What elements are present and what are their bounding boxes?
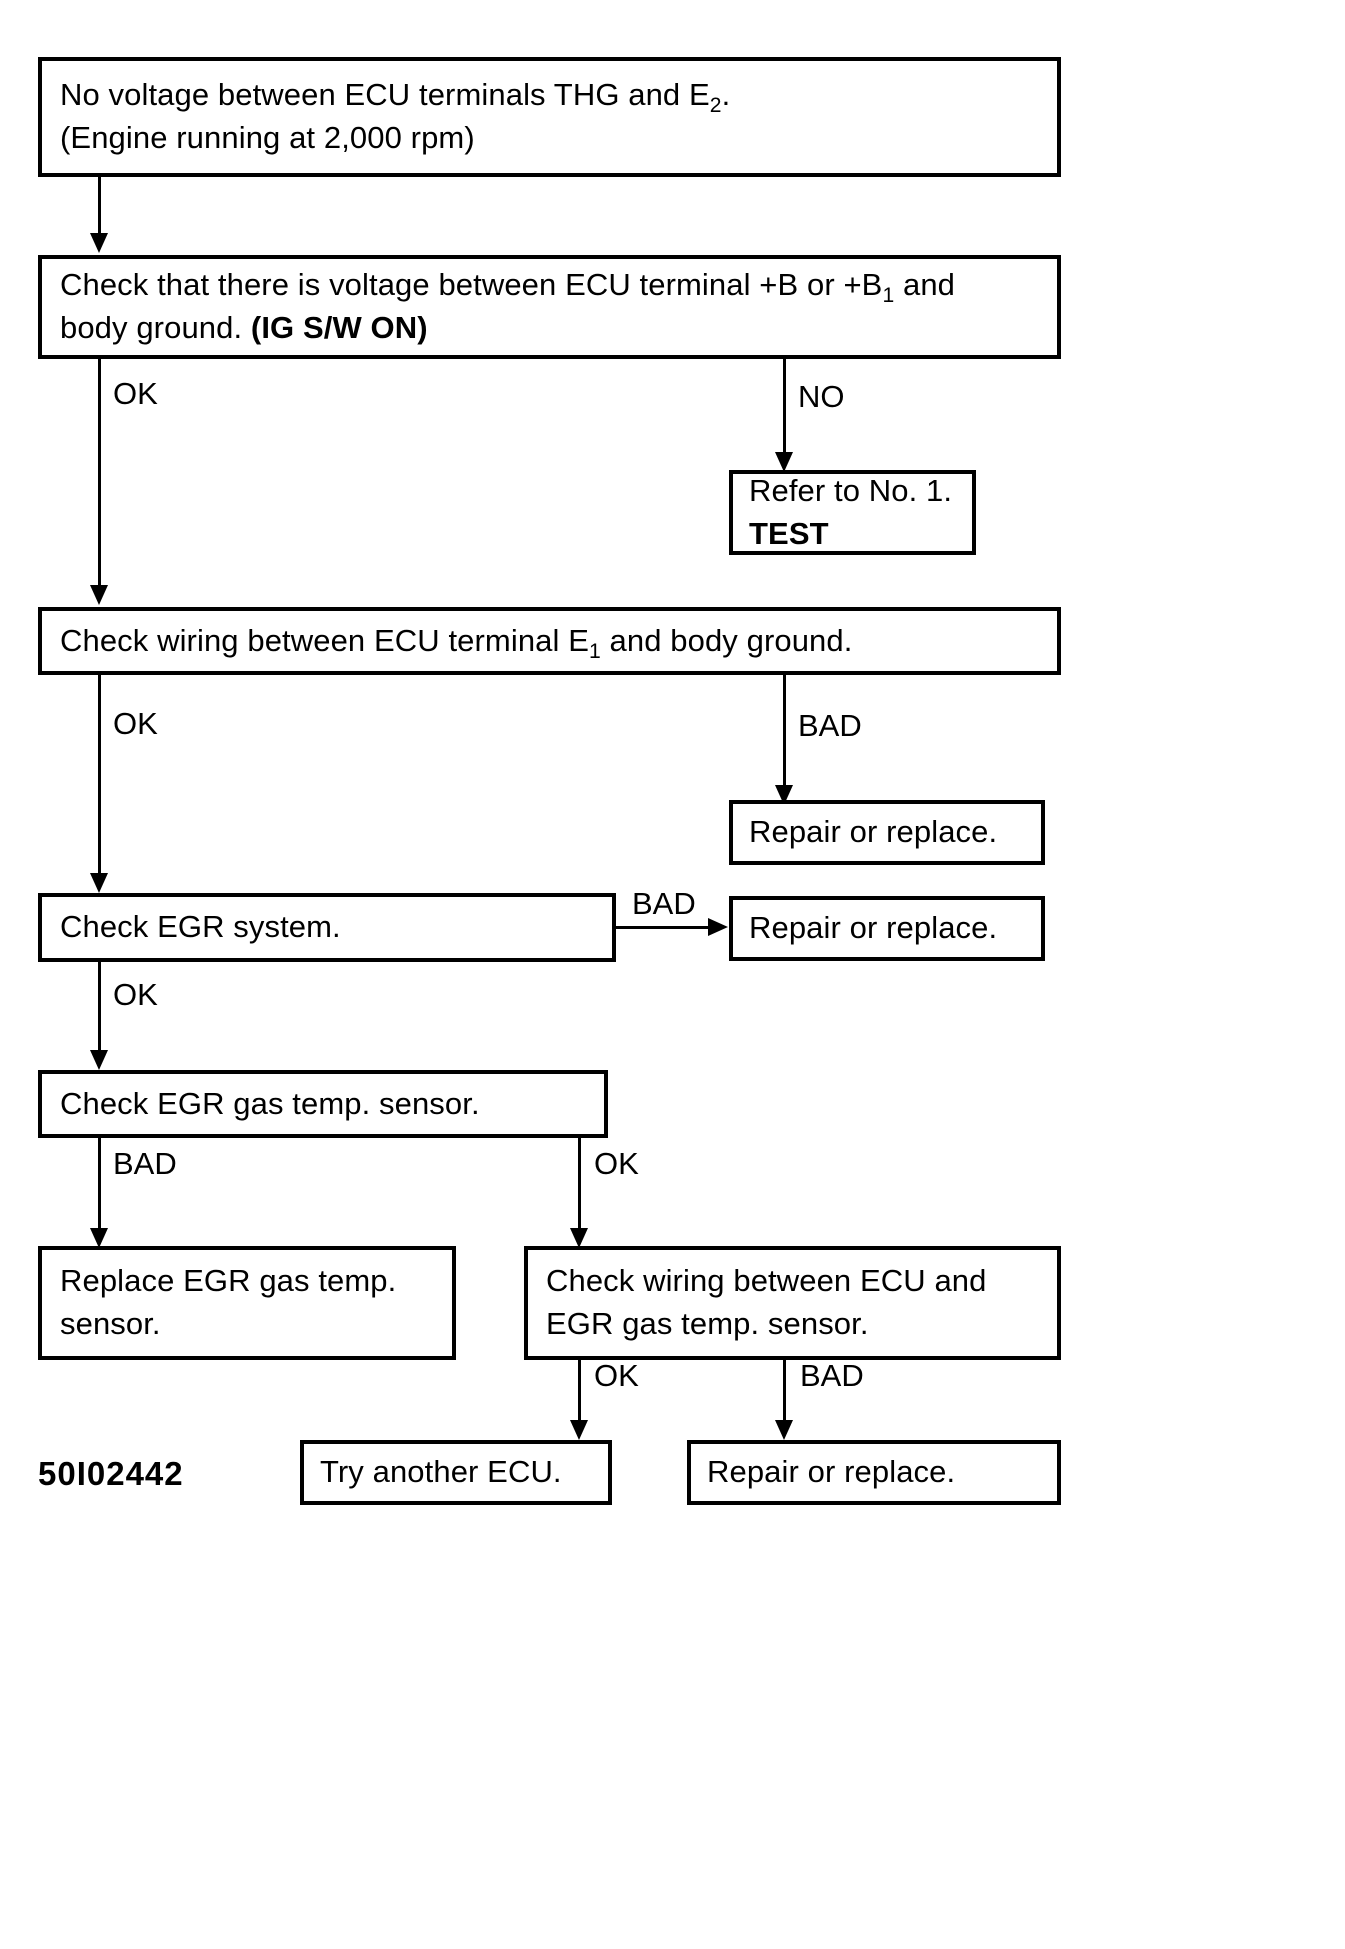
node-check-egr-system-line-1: Check EGR system. xyxy=(60,909,341,945)
connector-check-b-no xyxy=(783,359,786,454)
connector-egr-sensor-ok xyxy=(578,1138,581,1230)
arrow-start-to-check-b xyxy=(90,233,108,253)
connector-egr-system-ok xyxy=(98,962,101,1052)
connector-sensor-wiring-bad xyxy=(783,1360,786,1422)
branch-label-no-1: NO xyxy=(798,379,845,414)
node-check-e1-wiring: Check wiring between ECU terminal E1 and… xyxy=(38,607,1061,675)
subscript-e1: 1 xyxy=(589,639,601,663)
branch-label-ok-3: OK xyxy=(113,977,158,1012)
node-check-sensor-wiring-line-2: EGR gas temp. sensor. xyxy=(546,1306,869,1341)
branch-label-bad-2: BAD xyxy=(632,886,696,921)
node-try-another-ecu: Try another ECU. xyxy=(300,1440,612,1505)
branch-label-bad-1: BAD xyxy=(798,708,862,743)
node-refer-test-line-2: TEST xyxy=(749,515,829,551)
connector-egr-sensor-bad xyxy=(98,1138,101,1230)
node-repair-replace-3-line-1: Repair or replace. xyxy=(707,1454,956,1490)
connector-check-b-ok xyxy=(98,359,101,587)
subscript-b1: 1 xyxy=(882,284,895,308)
arrow-egr-system-ok xyxy=(90,1050,108,1070)
node-check-sensor-wiring-line-1: Check wiring between ECU and xyxy=(546,1263,987,1299)
node-try-another-ecu-line-1: Try another ECU. xyxy=(320,1454,562,1490)
node-repair-replace-1-line-1: Repair or replace. xyxy=(749,814,998,850)
node-check-sensor-wiring: Check wiring between ECU and EGR gas tem… xyxy=(524,1246,1061,1360)
connector-start-to-check-b xyxy=(98,177,101,235)
node-check-egr-system: Check EGR system. xyxy=(38,893,616,962)
connector-e1-bad xyxy=(783,675,786,787)
node-repair-replace-2: Repair or replace. xyxy=(729,896,1045,961)
node-start-line-1: No voltage between ECU terminals THG and… xyxy=(60,77,731,118)
ig-sw-on-label: (IG S/W ON) xyxy=(250,310,428,345)
node-replace-sensor-line-1: Replace EGR gas temp. xyxy=(60,1263,397,1299)
connector-egr-system-bad xyxy=(616,926,710,929)
node-repair-replace-1: Repair or replace. xyxy=(729,800,1045,865)
arrow-egr-sensor-bad xyxy=(90,1228,108,1248)
branch-label-bad-3: BAD xyxy=(113,1146,177,1181)
node-check-b-voltage: Check that there is voltage between ECU … xyxy=(38,255,1061,359)
node-check-egr-sensor-line-1: Check EGR gas temp. sensor. xyxy=(60,1085,480,1121)
node-repair-replace-3: Repair or replace. xyxy=(687,1440,1061,1505)
connector-e1-ok xyxy=(98,675,101,875)
arrow-check-b-no xyxy=(775,452,793,472)
branch-label-ok-2: OK xyxy=(113,706,158,741)
node-refer-test: Refer to No. 1. TEST xyxy=(729,470,976,555)
node-start-line-2: (Engine running at 2,000 rpm) xyxy=(60,120,475,155)
node-start: No voltage between ECU terminals THG and… xyxy=(38,57,1061,177)
arrow-egr-sensor-ok xyxy=(570,1228,588,1248)
node-refer-test-line-1: Refer to No. 1. xyxy=(749,472,953,508)
branch-label-ok-4: OK xyxy=(594,1146,639,1181)
arrow-e1-ok xyxy=(90,873,108,893)
arrow-check-b-ok xyxy=(90,585,108,605)
branch-label-ok-5: OK xyxy=(594,1358,639,1393)
node-replace-sensor-line-2: sensor. xyxy=(60,1306,161,1341)
subscript-e2: 2 xyxy=(709,94,722,118)
node-check-b-voltage-line-2: body ground. (IG S/W ON) xyxy=(60,310,428,345)
branch-label-ok-1: OK xyxy=(113,376,158,411)
node-replace-sensor: Replace EGR gas temp. sensor. xyxy=(38,1246,456,1360)
node-check-e1-wiring-line-1: Check wiring between ECU terminal E1 and… xyxy=(60,622,853,663)
node-check-egr-sensor: Check EGR gas temp. sensor. xyxy=(38,1070,608,1138)
node-check-b-voltage-line-1: Check that there is voltage between ECU … xyxy=(60,267,956,308)
connector-sensor-wiring-ok xyxy=(578,1360,581,1422)
arrow-sensor-wiring-ok xyxy=(570,1420,588,1440)
node-repair-replace-2-line-1: Repair or replace. xyxy=(749,910,998,946)
figure-id: 50I02442 xyxy=(38,1455,184,1492)
arrow-sensor-wiring-bad xyxy=(775,1420,793,1440)
arrow-egr-system-bad xyxy=(708,918,728,936)
branch-label-bad-4: BAD xyxy=(800,1358,864,1393)
